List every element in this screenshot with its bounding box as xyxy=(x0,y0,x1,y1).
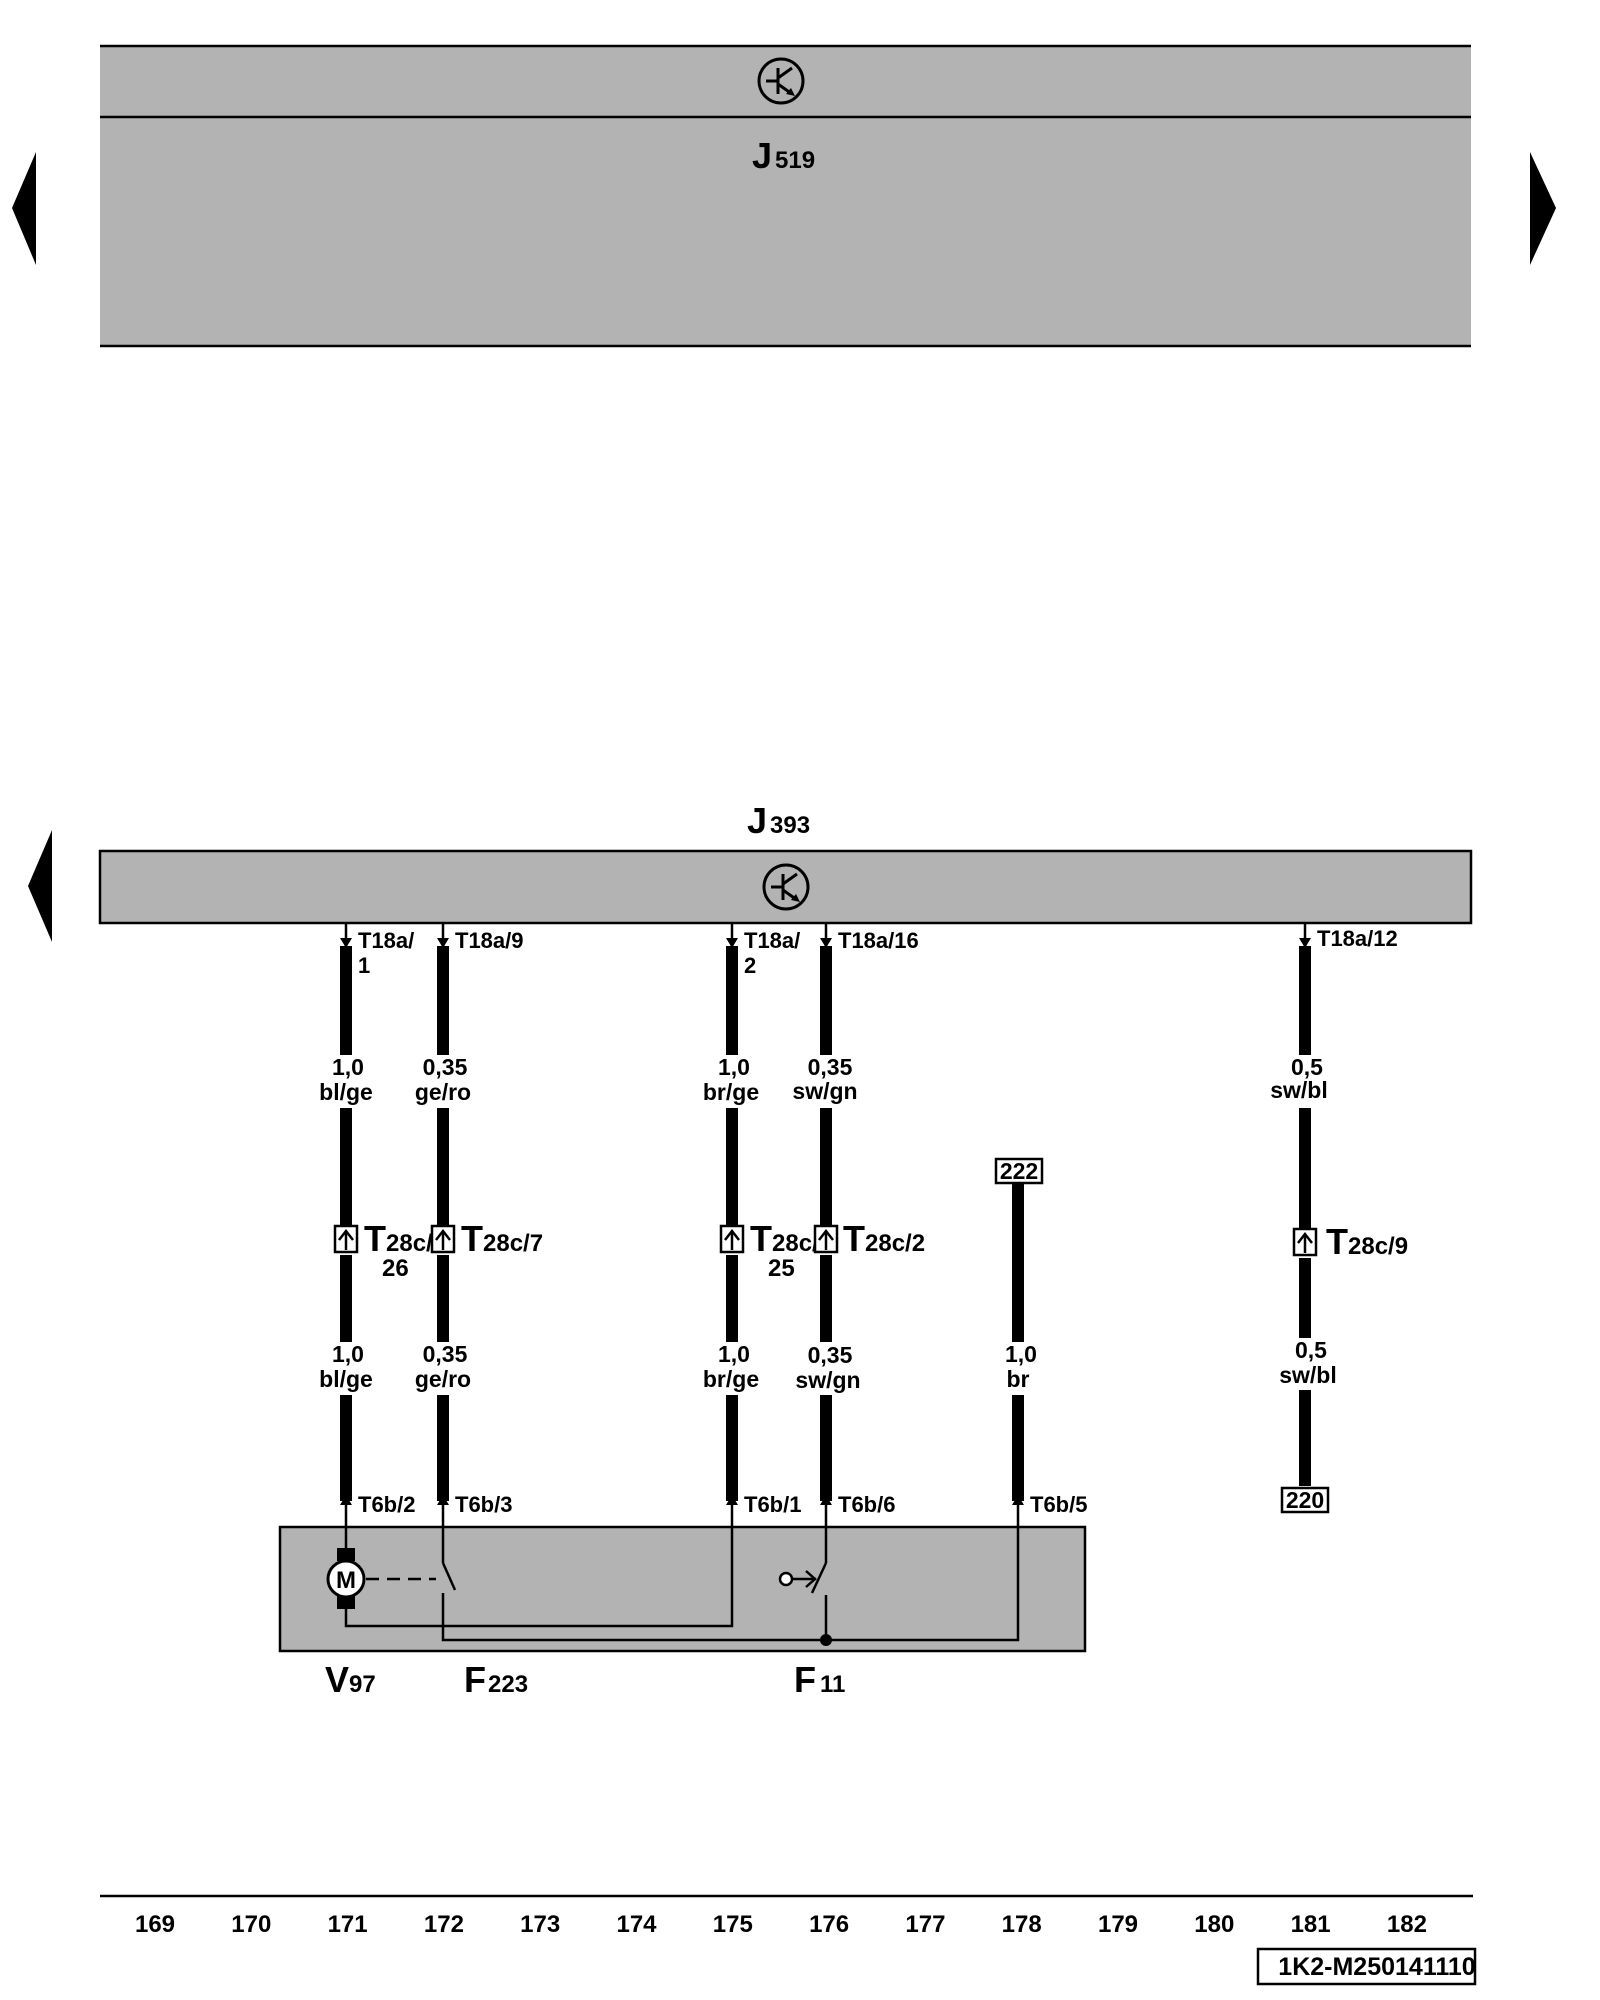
pin-label: T18a/16 xyxy=(838,928,919,953)
wire-color: ge/ro xyxy=(415,1366,471,1392)
junction-dot xyxy=(820,1634,832,1646)
wire-size: 0,35 xyxy=(808,1342,853,1368)
column-number: 181 xyxy=(1291,1911,1331,1938)
column-number: 178 xyxy=(1002,1911,1042,1938)
pin-label: T6b/6 xyxy=(838,1492,895,1517)
wire-181: T18a/12 0,5 sw/bl T28c/9 0,5 sw/bl 220 xyxy=(1270,923,1408,1514)
connector-icon xyxy=(1292,1227,1318,1257)
connector-label: T28c/7 xyxy=(461,1218,543,1259)
wire-color: br/ge xyxy=(703,1366,759,1392)
connector-label: T28c/ xyxy=(364,1218,433,1259)
wire-color: sw/gn xyxy=(795,1367,860,1393)
component-label-f223: F223 xyxy=(464,1659,528,1700)
wire-176: T18a/16 0,35 sw/gn T28c/2 0,35 sw/gn T6b… xyxy=(792,923,925,1527)
connector-icon xyxy=(333,1224,359,1254)
wire-size: 0,5 xyxy=(1291,1054,1323,1080)
ref-label[interactable]: 220 xyxy=(1286,1487,1324,1513)
connector-label: T28c/2 xyxy=(843,1218,925,1259)
pin-label: T18a/12 xyxy=(1317,926,1398,951)
wire-color: sw/bl xyxy=(1279,1362,1337,1388)
wire-color: br/ge xyxy=(703,1079,759,1105)
wire-172: T18a/9 0,35 ge/ro T28c/7 0,35 ge/ro T6b/… xyxy=(415,923,543,1527)
column-number: 169 xyxy=(135,1911,175,1938)
wire-size: 0,35 xyxy=(808,1054,853,1080)
pin-label: T6b/2 xyxy=(358,1492,415,1517)
wire-size: 0,5 xyxy=(1295,1337,1327,1363)
wire-178: 222 1,0 br T6b/5 xyxy=(994,1157,1087,1527)
diagram-code: 1K2-M250141110 xyxy=(1278,1953,1475,1981)
switch-f11-icon xyxy=(778,1527,828,1637)
wire-size: 1,0 xyxy=(332,1054,364,1080)
connector-label: T28c/ xyxy=(750,1218,819,1259)
wire-size: 0,35 xyxy=(423,1054,468,1080)
nav-next-top-icon[interactable] xyxy=(1530,152,1556,265)
ref-label[interactable]: 222 xyxy=(1000,1158,1038,1184)
motor-symbol: M xyxy=(336,1567,356,1594)
pin-label: T6b/5 xyxy=(1030,1492,1087,1517)
wire-color: bl/ge xyxy=(319,1366,373,1392)
column-number: 177 xyxy=(905,1911,945,1938)
component-label-v97: V97 xyxy=(325,1659,376,1700)
switch-f223-icon xyxy=(441,1527,457,1637)
diagram-code-box xyxy=(1256,1947,1477,1986)
pin-label: T18a/9 xyxy=(455,928,524,953)
column-number: 173 xyxy=(520,1911,560,1938)
pin-label: T18a/ xyxy=(744,928,800,953)
column-number: 182 xyxy=(1387,1911,1427,1938)
wire-color: ge/ro xyxy=(415,1079,471,1105)
pin-label: T18a/ xyxy=(358,928,414,953)
connector-icon xyxy=(813,1224,839,1254)
connector-label-line2: 26 xyxy=(382,1255,409,1282)
connector-label-line2: 25 xyxy=(768,1255,795,1282)
column-number: 180 xyxy=(1194,1911,1234,1938)
ref-box[interactable] xyxy=(1280,1486,1330,1514)
column-number: 176 xyxy=(809,1911,849,1938)
nav-prev-top-icon[interactable] xyxy=(12,152,36,265)
wire-color: sw/gn xyxy=(792,1078,857,1104)
wire-171: T18a/ 1 1,0 bl/ge T28c/ 26 1,0 bl/ge T6b… xyxy=(319,923,433,1527)
connector-icon xyxy=(719,1224,745,1254)
wire-size: 1,0 xyxy=(332,1341,364,1367)
column-number: 179 xyxy=(1098,1911,1138,1938)
column-number: 175 xyxy=(713,1911,753,1938)
wire-size: 1,0 xyxy=(1005,1341,1037,1367)
wire-size: 0,35 xyxy=(423,1341,468,1367)
pin-label: T6b/3 xyxy=(455,1492,512,1517)
wire-size: 1,0 xyxy=(718,1341,750,1367)
can-bus-transistor-icon xyxy=(757,57,805,105)
can-bus-transistor-icon xyxy=(762,863,810,911)
wire-175: T18a/ 2 1,0 br/ge T28c/ 25 1,0 br/ge T6b… xyxy=(703,923,819,1527)
column-numbers: 169 170 171 172 173 174 175 176 177 178 179 180 181 1… xyxy=(135,1911,1427,1938)
pin-label: 2 xyxy=(744,953,756,978)
column-number: 170 xyxy=(231,1911,271,1938)
column-number: 174 xyxy=(616,1911,657,1938)
connector-icon xyxy=(430,1224,456,1254)
wire-color: bl/ge xyxy=(319,1079,373,1105)
wire-color: sw/bl xyxy=(1270,1077,1328,1103)
motor-icon: M xyxy=(326,1527,366,1625)
component-housing: M xyxy=(278,1525,1087,1653)
ref-box[interactable] xyxy=(994,1157,1044,1185)
wire-size: 1,0 xyxy=(718,1054,750,1080)
connector-label: T28c/9 xyxy=(1326,1221,1408,1262)
pin-label: T6b/1 xyxy=(744,1492,801,1517)
nav-prev-bottom-icon[interactable] xyxy=(28,830,52,942)
wire-color: br xyxy=(1007,1366,1030,1392)
column-number: 172 xyxy=(424,1911,464,1938)
column-number: 171 xyxy=(328,1911,368,1938)
pin-label: 1 xyxy=(358,953,370,978)
